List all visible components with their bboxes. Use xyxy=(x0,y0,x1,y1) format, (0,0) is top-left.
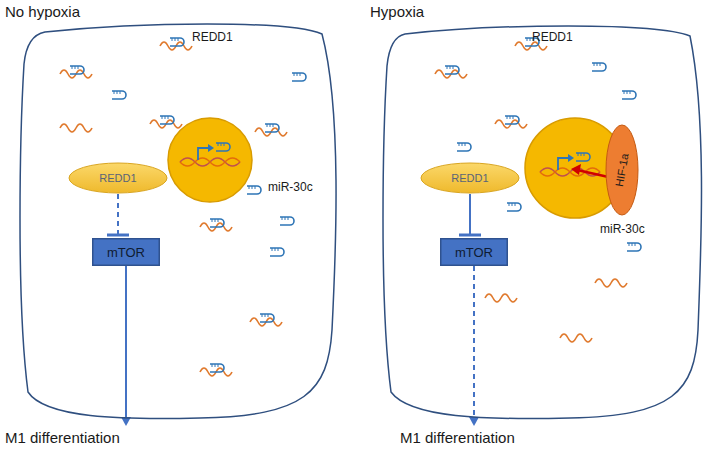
shape-text: mTOR xyxy=(107,245,145,260)
outcome-text: M1 differentiation xyxy=(5,427,120,449)
process-box: mTOR xyxy=(92,238,160,266)
mirna-label: miR-30c xyxy=(600,222,645,236)
cell-outline: No hypoxiaREDD1 mTOR xyxy=(0,0,345,425)
activation-arrow xyxy=(469,266,479,426)
outcome-label: M1 differentiation xyxy=(5,429,120,446)
panel-heading: Hypoxia xyxy=(370,3,424,20)
shape-text: REDD1 xyxy=(99,172,136,184)
process-box: mTOR xyxy=(440,238,508,266)
mrna-label: REDD1 xyxy=(192,30,233,44)
panel-heading: No hypoxia xyxy=(5,3,80,20)
shape-text: REDD1 xyxy=(451,172,488,184)
factor-ellipse: HIF-1a xyxy=(605,124,639,216)
cell-membrane xyxy=(0,0,345,425)
cell-outline: HypoxiaREDD1 mTOR HIF-1a xyxy=(365,0,709,425)
outcome-text: M1 differentiation xyxy=(400,427,515,449)
inhibition-connector xyxy=(459,194,481,235)
activation-arrow xyxy=(121,266,131,426)
inhibition-connector xyxy=(107,194,129,235)
protein-ellipse: REDD1 xyxy=(68,162,168,194)
mirna-label: miR-30c xyxy=(268,180,313,194)
cell-membrane xyxy=(365,0,709,425)
shape-text: mTOR xyxy=(455,245,493,260)
mrna-label: REDD1 xyxy=(532,30,573,44)
protein-ellipse: REDD1 xyxy=(420,162,520,194)
outcome-label: M1 differentiation xyxy=(400,429,515,446)
